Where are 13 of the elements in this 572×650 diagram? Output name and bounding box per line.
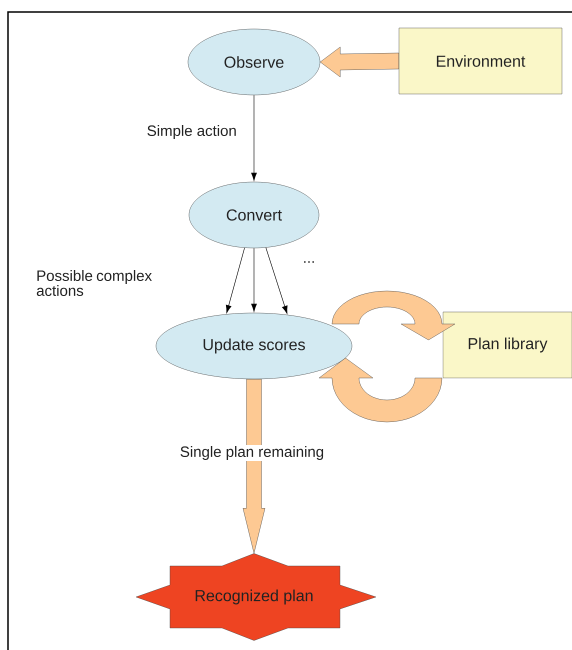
arrow <box>226 248 245 314</box>
ellipse-node: Update scores <box>156 312 352 380</box>
rectangle-box: Environment <box>398 28 562 94</box>
edge-label: Simple action <box>146 124 238 140</box>
arrow <box>251 94 257 181</box>
block-arrow <box>242 379 266 554</box>
annotation-text: Possible complex actions <box>36 270 152 296</box>
ellipse-node: Observe <box>188 28 320 96</box>
arrow <box>266 247 288 314</box>
block-arrow <box>320 46 399 78</box>
arrow <box>251 248 257 312</box>
ellipse-node: Convert <box>188 182 320 248</box>
edge-label: Single plan remaining <box>178 445 326 461</box>
